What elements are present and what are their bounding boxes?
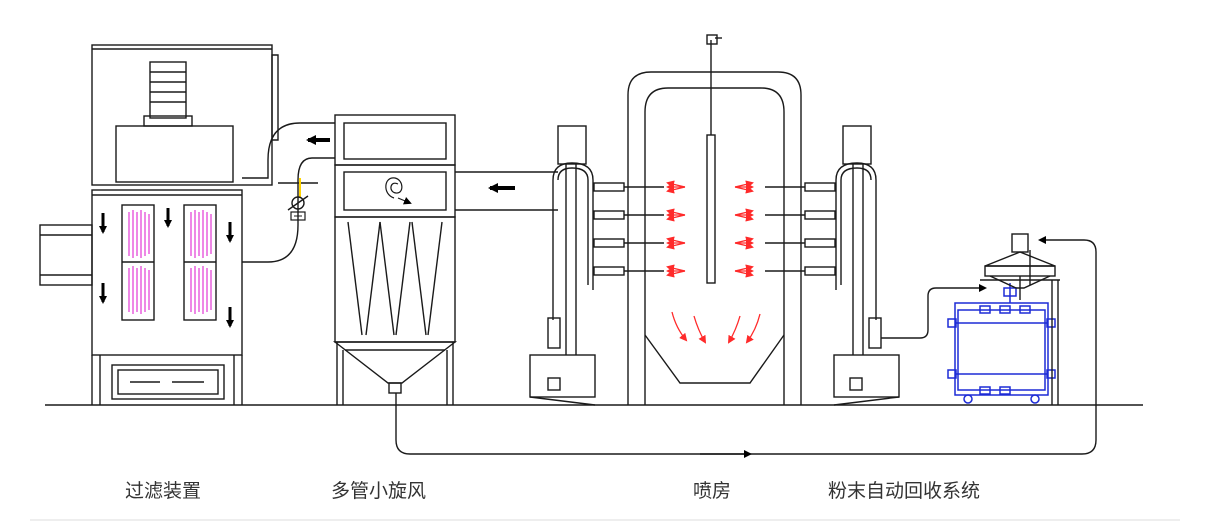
right-spray-guns <box>765 182 836 276</box>
right-gun-mover <box>833 125 900 406</box>
label-filter-device: 过滤装置 <box>125 480 202 502</box>
duct-booth-to-cyclone <box>455 171 558 211</box>
label-spray-booth: 喷房 <box>693 480 732 502</box>
center-lance <box>706 134 716 284</box>
spray-booth <box>627 34 802 405</box>
label-multi-tube-cyclone: 多管小旋风 <box>331 480 427 502</box>
powder-recovery-unit <box>947 283 1056 404</box>
filter-device <box>39 44 279 405</box>
spray-arrows <box>666 180 761 344</box>
multi-tube-cyclone <box>332 114 458 405</box>
fan-motor <box>149 61 187 119</box>
cyclone-swirl-icon <box>385 177 412 205</box>
left-spray-guns <box>593 182 664 276</box>
filter-cartridges <box>128 210 212 314</box>
filter-airflow-arrows <box>99 208 234 328</box>
powder-return-loop <box>395 236 1097 458</box>
sieve-unit <box>980 233 1060 405</box>
detector-icon <box>287 178 309 221</box>
left-gun-mover <box>529 125 596 406</box>
label-powder-recovery-system: 粉末自动回收系统 <box>828 480 981 502</box>
duct-cyclone-to-filter <box>242 122 335 263</box>
